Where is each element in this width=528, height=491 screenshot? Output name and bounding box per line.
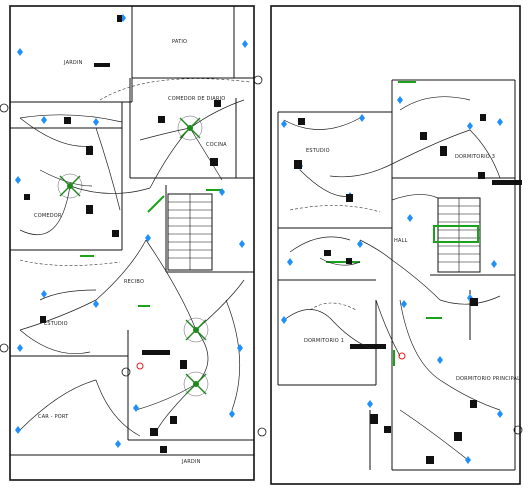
meter-point-icon (513, 425, 523, 435)
room-label-estudio-up: ESTUDIO (306, 148, 330, 154)
ceiling-fan-icon (183, 317, 209, 343)
room-label-jardin-bottom: JARDIN (181, 459, 201, 465)
stairs-ground (167, 193, 213, 271)
meter-point-icon (253, 75, 263, 85)
room-label-estudio: ESTUDIO (44, 321, 68, 327)
room-label-dormitorio-3: DORMITORIO 3 (455, 154, 495, 160)
ceiling-fan-icon (57, 173, 83, 199)
light-fixture-icon (15, 14, 248, 448)
room-label-jardin-top: JARDIN (63, 60, 83, 66)
room-label-comedor: COMEDOR (34, 213, 62, 219)
stairs-upper (437, 197, 481, 273)
room-label-car-port: CAR - PORT (38, 414, 69, 420)
ground-floor-plan: PATIO JARDIN COMEDOR DE DIARIO COCINA CO… (0, 5, 267, 481)
room-label-patio: PATIO (172, 39, 187, 45)
upper-floor-plan: ESTUDIO DORMITORIO 3 HALL DORMITORIO 1 D… (270, 5, 523, 485)
meter-point-icon (0, 103, 9, 113)
upper-floor-outline (270, 5, 521, 485)
room-label-dormitorio-principal: DORMITORIO PRINCIPAL (456, 376, 520, 382)
electrical-panel-icon (136, 362, 144, 370)
outlet-icon (24, 15, 221, 453)
meter-point-icon (257, 427, 267, 437)
meter-point-icon (121, 367, 131, 377)
room-label-hall: HALL (394, 238, 408, 244)
outlet-icon (294, 114, 486, 464)
room-label-recibo: RECIBO (124, 279, 144, 285)
meter-point-icon (0, 343, 9, 353)
room-label-cocina: COCINA (206, 142, 227, 148)
ground-wiring (19, 78, 251, 437)
electrical-panel-icon (398, 352, 406, 360)
ceiling-fan-icon (177, 115, 203, 141)
room-label-dormitorio-1: DORMITORIO 1 (304, 338, 344, 344)
room-label-comedor-diario: COMEDOR DE DIARIO (168, 96, 225, 102)
ceiling-fan-icon (183, 371, 209, 397)
